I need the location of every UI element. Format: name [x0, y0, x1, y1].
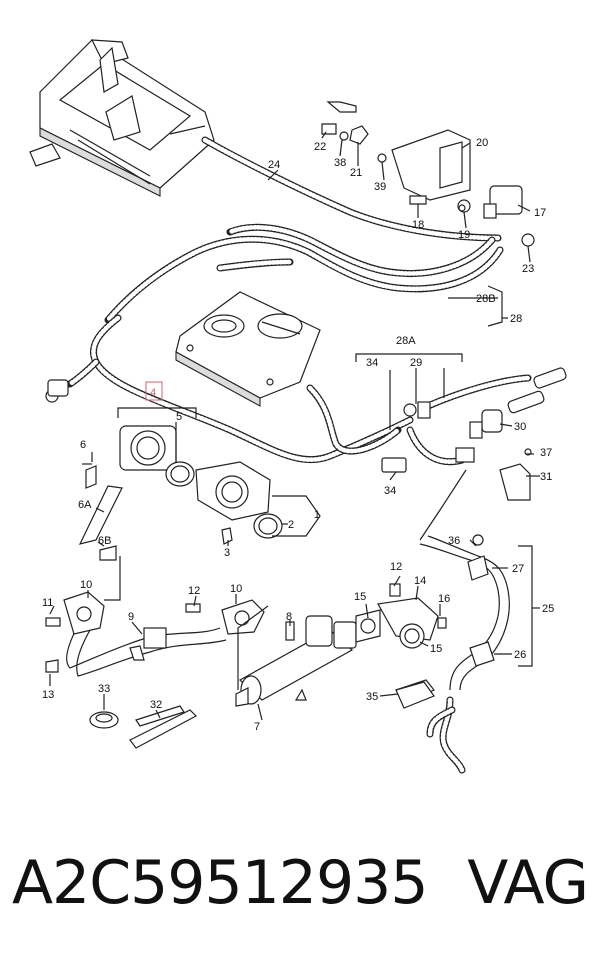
- label-20: 20: [476, 137, 488, 149]
- label-34b: 34: [384, 485, 396, 497]
- label-35: 35: [366, 691, 378, 703]
- label-10b: 10: [230, 583, 242, 595]
- leader-lines: [49, 131, 540, 721]
- label-13: 13: [42, 689, 54, 701]
- vacuum-hoses: [66, 136, 532, 466]
- label-31: 31: [540, 471, 552, 483]
- label-36: 36: [448, 535, 460, 547]
- exhaust-pipe-assembly: [45, 591, 265, 677]
- pressure-converter-parts: [45, 367, 567, 501]
- label-28b: 28B: [476, 293, 496, 305]
- label-27: 27: [512, 563, 524, 575]
- label-8: 8: [286, 611, 292, 623]
- engine-top-cover: [175, 291, 321, 407]
- label-17: 17: [534, 207, 546, 219]
- label-23: 23: [522, 263, 534, 275]
- valve-bracket-assembly: [321, 101, 535, 247]
- label-37: 37: [540, 447, 552, 459]
- label-39: 39: [374, 181, 386, 193]
- label-6: 6: [80, 439, 86, 451]
- label-2: 2: [288, 519, 294, 531]
- label-6a: 6A: [78, 499, 92, 511]
- label-15b: 15: [430, 643, 442, 655]
- caption: A2C59512935 VAG: [12, 838, 589, 928]
- clamps: [89, 681, 435, 749]
- label-22: 22: [314, 141, 326, 153]
- label-32: 32: [150, 699, 162, 711]
- label-29: 29: [410, 357, 422, 369]
- label-3: 3: [224, 547, 230, 559]
- part-labels: 1 2 3 4 5 6 6A 6B 7 8 9 10 10 11 12 12 1…: [42, 137, 554, 733]
- label-11: 11: [42, 597, 53, 609]
- label-5: 5: [176, 411, 182, 423]
- label-33: 33: [98, 683, 110, 695]
- label-4: 4: [150, 387, 156, 399]
- label-28a: 28A: [396, 335, 416, 347]
- label-19: 19: [458, 229, 470, 241]
- label-21: 21: [350, 167, 362, 179]
- label-14: 14: [414, 575, 426, 587]
- label-15a: 15: [354, 591, 366, 603]
- label-38: 38: [334, 157, 346, 169]
- label-12b: 12: [390, 561, 402, 573]
- label-26: 26: [514, 649, 526, 661]
- label-30: 30: [514, 421, 526, 433]
- label-34a: 34: [366, 357, 378, 369]
- label-6b: 6B: [98, 535, 111, 547]
- label-25: 25: [542, 603, 554, 615]
- egr-pipe: [419, 469, 510, 774]
- part-number-text: A2C59512935: [12, 848, 429, 918]
- label-28: 28: [510, 313, 522, 325]
- label-10a: 10: [80, 579, 92, 591]
- air-filter-housing: [29, 39, 215, 197]
- label-9: 9: [128, 611, 134, 623]
- brand-text: VAG: [467, 848, 589, 918]
- label-24: 24: [268, 159, 280, 171]
- egr-cooler-assembly: [235, 583, 447, 707]
- label-1: 1: [314, 509, 320, 521]
- label-7: 7: [254, 721, 260, 733]
- label-4-highlight-box: [145, 381, 163, 401]
- label-18: 18: [412, 219, 424, 231]
- exploded-parts-diagram: 1 2 3 4 5 6 6A 6B 7 8 9 10 10 11 12 12 1…: [29, 39, 567, 774]
- label-16: 16: [438, 593, 450, 605]
- throttle-body-assembly: [78, 425, 283, 561]
- label-12a: 12: [188, 585, 200, 597]
